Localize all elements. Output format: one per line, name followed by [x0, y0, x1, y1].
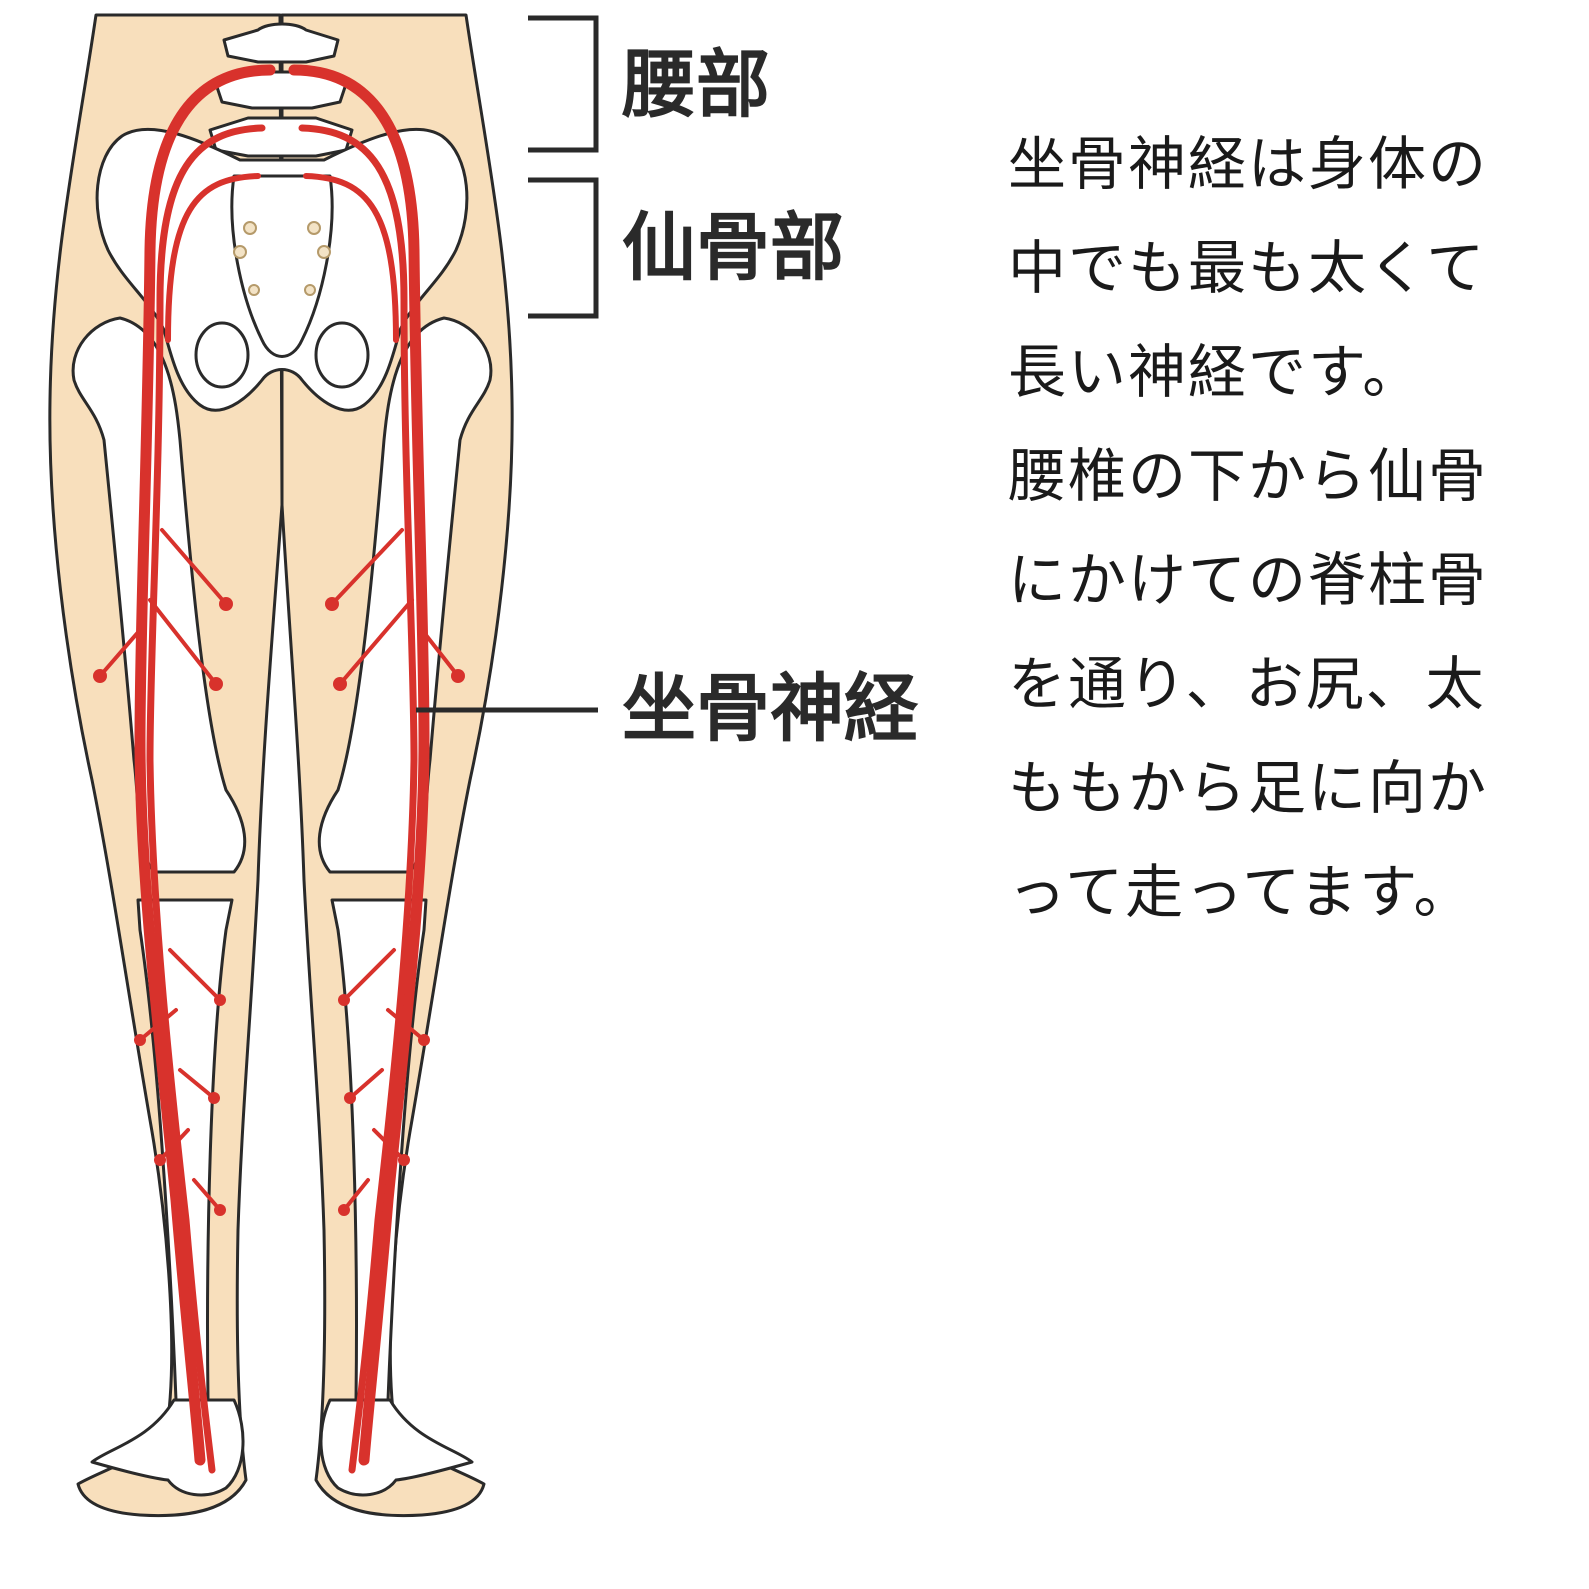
nerve-branch-endpoints: [93, 597, 465, 1216]
left-nerve-trunk-outer: [134, 64, 276, 1466]
sacral-label: 仙骨部: [622, 205, 844, 291]
lumbar-bracket: [528, 15, 599, 153]
left-nerve-trunk-branch: [165, 173, 261, 343]
description-line: を通り、お尻、太: [1008, 650, 1486, 718]
sacral-bracket: [528, 177, 599, 319]
description-line: 腰椎の下から仙骨: [1008, 442, 1489, 510]
annotation-lines: [416, 15, 599, 713]
description-line: って走ってます。: [1008, 858, 1474, 926]
description-line: 中でも最も太くて: [1008, 234, 1487, 302]
left-nerve-trunk-inner: [146, 124, 266, 1474]
description-text: 坐骨神経は身体の 中でも最も太くて 長い神経です。 腰椎の下から仙骨 にかけての…: [1008, 112, 1568, 944]
lower-leg-nerve-branches: [138, 948, 426, 1212]
lumbar-vertebra-1: [222, 22, 340, 64]
right-nerve-trunk-outer: [288, 64, 430, 1466]
lumbar-label: 腰部: [622, 42, 770, 128]
lumbar-vertebra-3: [208, 116, 354, 158]
right-nerve-trunk-inner: [298, 124, 418, 1474]
thigh-nerve-branches: [98, 528, 460, 686]
right-obturator-foramen: [314, 321, 370, 389]
description-line: 長い神経です。: [1008, 338, 1423, 406]
description-line: 坐骨神経は身体の: [1008, 130, 1489, 198]
sciatic-nerves: [93, 64, 465, 1474]
description-line: にかけての脊柱骨: [1008, 546, 1489, 614]
description-line: ももから足に向か: [1008, 754, 1489, 822]
right-nerve-trunk-branch: [303, 173, 399, 343]
sciatic-nerve-label: 坐骨神経: [622, 666, 919, 752]
sacral-foramina: [233, 221, 331, 296]
left-obturator-foramen: [194, 321, 250, 389]
